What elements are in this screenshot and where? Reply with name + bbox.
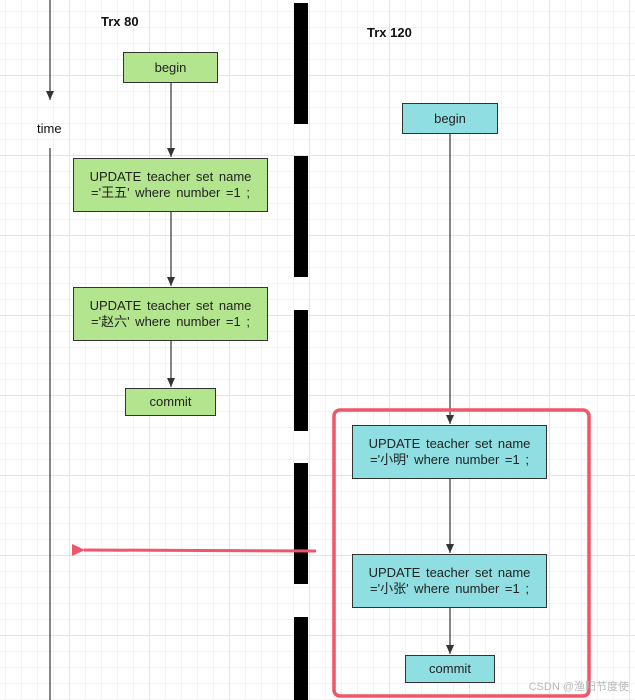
trx80-title: Trx 80 [101, 14, 139, 29]
trx80-commit-node: commit [125, 388, 216, 416]
watermark: CSDN @渔阳节度使 [528, 681, 629, 693]
trx120-commit-node: commit [405, 655, 495, 683]
red-pointer-arrow [71, 543, 317, 556]
trx80-update2-node: UPDATE teacher set name ='赵六' where numb… [73, 287, 268, 341]
trx80-begin-node: begin [123, 52, 218, 83]
trx120-begin-node: begin [402, 103, 498, 134]
trx120-update2-node: UPDATE teacher set name ='小张' where numb… [352, 554, 547, 608]
trx120-update1-node: UPDATE teacher set name ='小明' where numb… [352, 425, 547, 479]
trx80-update1-node: UPDATE teacher set name ='王五' where numb… [73, 158, 268, 212]
time-label: time [37, 121, 62, 136]
highlight-box [332, 408, 591, 698]
transaction-divider [294, 3, 308, 700]
trx120-title: Trx 120 [367, 25, 412, 40]
